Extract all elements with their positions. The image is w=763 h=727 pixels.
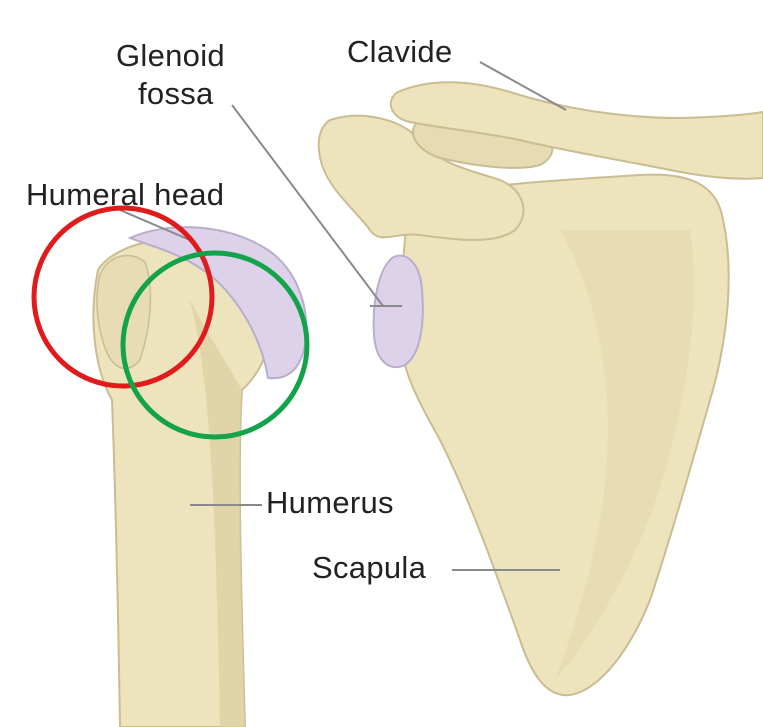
label-humeral-head: Humeral head: [26, 177, 224, 212]
label-clavicle: Clavide: [347, 34, 452, 69]
label-scapula: Scapula: [312, 550, 427, 585]
label-glenoid-line1: Glenoid: [116, 38, 225, 73]
label-humerus: Humerus: [266, 485, 394, 520]
label-glenoid-line2: fossa: [138, 76, 214, 111]
glenoid-fossa: [374, 256, 423, 368]
